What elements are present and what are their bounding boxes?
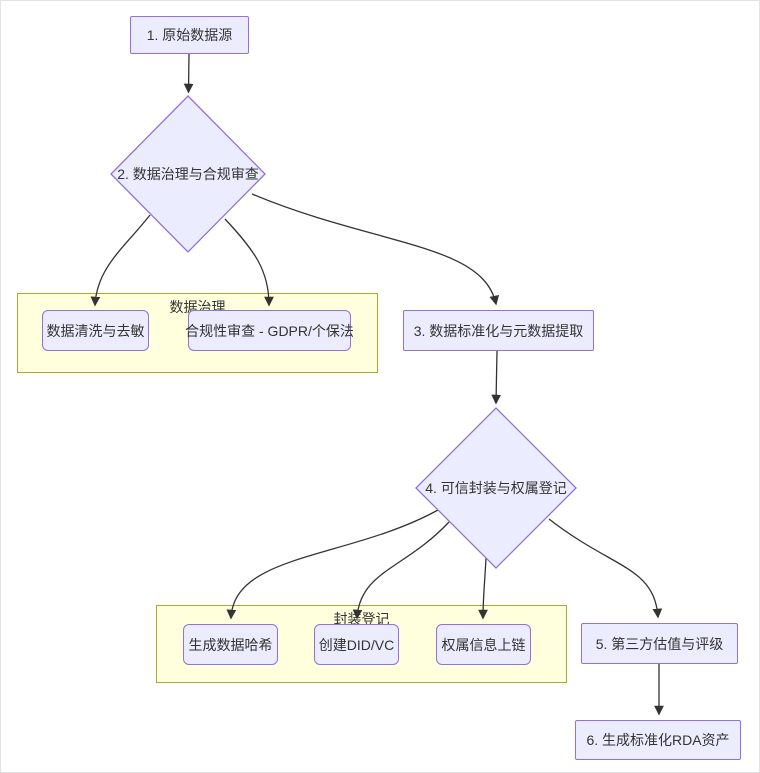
node-packaging-registration-label: 4. 可信封装与权属登记 [425, 480, 567, 496]
edge-n1-n2 [183, 52, 194, 94]
edge-n2-clean [90, 214, 151, 307]
node-generate-data-hash: 生成数据哈希 [183, 624, 278, 665]
node-raw-data-source-label: 1. 原始数据源 [146, 27, 233, 43]
edge-n4-hash [226, 509, 439, 620]
node-generate-rda-asset: 6. 生成标准化RDA资产 [575, 720, 741, 760]
node-third-party-valuation-label: 5. 第三方估值与评级 [595, 635, 724, 652]
node-ownership-onchain: 权属信息上链 [436, 624, 531, 665]
node-raw-data-source: 1. 原始数据源 [130, 16, 249, 54]
node-compliance-review-label: 合规性审查 - GDPR/个保法 [185, 322, 354, 339]
edge-n4-did [352, 521, 450, 620]
node-create-did-vc: 创建DID/VC [314, 624, 399, 665]
node-ownership-onchain-label: 权属信息上链 [441, 636, 526, 653]
edge-n3-n4 [491, 350, 502, 405]
edge-n4-n5 [548, 518, 663, 619]
node-standardization-metadata: 3. 数据标准化与元数据提取 [403, 310, 594, 351]
node-create-did-vc-label: 创建DID/VC [318, 636, 395, 653]
node-third-party-valuation: 5. 第三方估值与评级 [581, 623, 738, 664]
node-generate-rda-asset-label: 6. 生成标准化RDA资产 [586, 732, 730, 748]
node-compliance-review: 合规性审查 - GDPR/个保法 [185, 310, 354, 351]
node-standardization-metadata-label: 3. 数据标准化与元数据提取 [413, 322, 584, 339]
node-data-cleaning-label: 数据清洗与去敏 [46, 322, 145, 339]
node-generate-data-hash-label: 生成数据哈希 [188, 636, 273, 653]
node-governance-review-label: 2. 数据治理与合规审查 [117, 166, 259, 182]
edge-n2-n3 [251, 193, 500, 306]
node-data-cleaning: 数据清洗与去敏 [42, 310, 149, 351]
